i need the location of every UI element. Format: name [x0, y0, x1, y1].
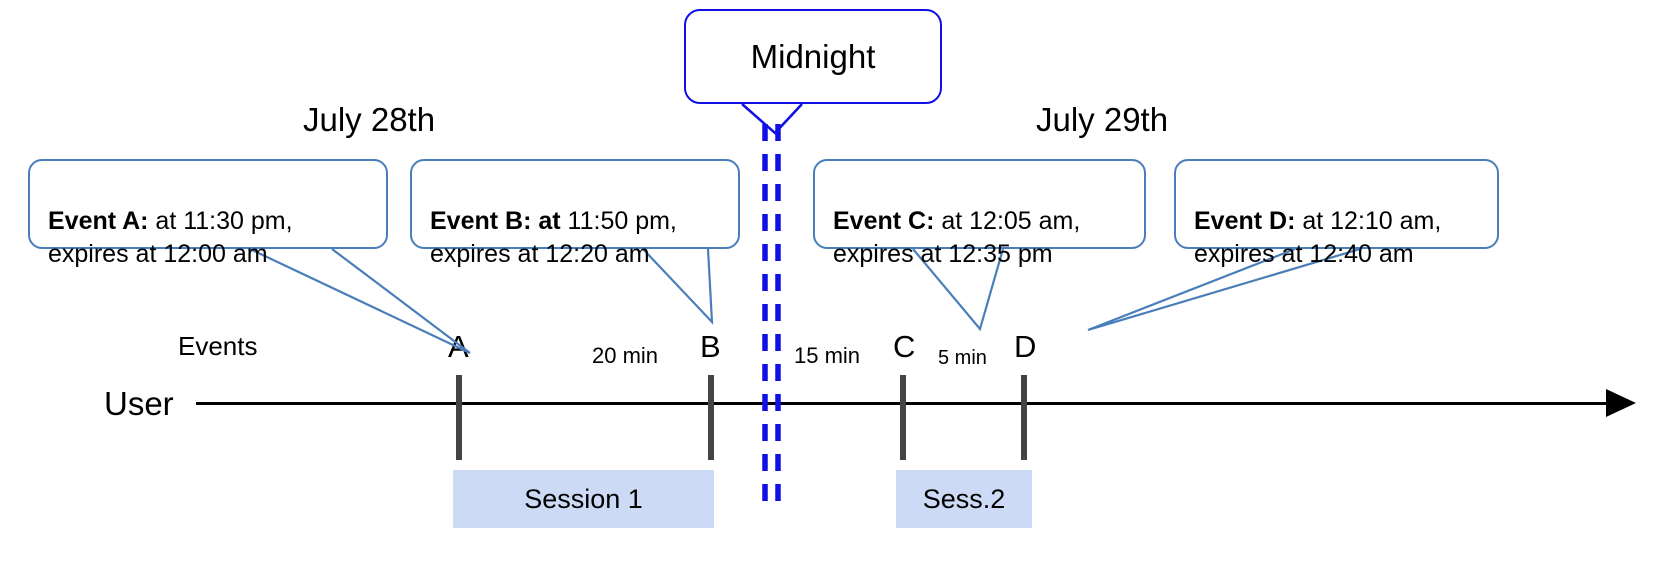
- callout-event-d: Event D: at 12:10 am, expires at 12:40 a…: [1174, 159, 1499, 268]
- event-marker-label-c: C: [893, 329, 916, 364]
- session-block-2-label: Sess.2: [922, 483, 1006, 514]
- axis-arrowhead: [1606, 389, 1636, 417]
- event-marker-label-b: B: [700, 329, 721, 364]
- callout-event-b-tail: [642, 248, 714, 325]
- session-block-2: Sess.2: [896, 470, 1032, 528]
- midnight-callout-tail: [741, 103, 803, 135]
- midnight-label: Midnight: [750, 37, 876, 75]
- session-block-1-label: Session 1: [524, 483, 643, 514]
- callout-event-b: Event B: at 11:50 pm, expires at 12:20 a…: [410, 159, 740, 268]
- event-marker-label-d: D: [1014, 329, 1037, 364]
- interval-label-15min: 15 min: [794, 343, 861, 368]
- callout-event-b-bold: Event B: at: [430, 207, 561, 235]
- date-label-july-28: July 28th: [303, 101, 436, 138]
- tick-event-d: [1021, 375, 1027, 460]
- tick-event-c: [900, 375, 906, 460]
- event-marker-label-a: A: [448, 329, 469, 364]
- session-block-1: Session 1: [453, 470, 714, 528]
- row-label-events: Events: [178, 331, 258, 361]
- callout-event-d-bold: Event D:: [1194, 207, 1296, 235]
- tick-event-b: [708, 375, 714, 460]
- tick-event-a: [456, 375, 462, 460]
- row-label-user: User: [104, 385, 174, 422]
- callout-event-c: Event C: at 12:05 am, expires at 12:35 p…: [813, 159, 1146, 268]
- midnight-callout: Midnight: [684, 9, 942, 104]
- interval-label-5min: 5 min: [938, 347, 987, 369]
- callout-event-a-rest: at 11:30 pm, expires at 12:00 am: [48, 207, 293, 268]
- date-label-july-29: July 29th: [1036, 101, 1169, 138]
- callout-event-a-bold: Event A:: [48, 207, 149, 235]
- callout-event-c-bold: Event C:: [833, 207, 935, 235]
- callout-event-a: Event A: at 11:30 pm, expires at 12:00 a…: [28, 159, 388, 268]
- interval-label-20min: 20 min: [592, 343, 659, 368]
